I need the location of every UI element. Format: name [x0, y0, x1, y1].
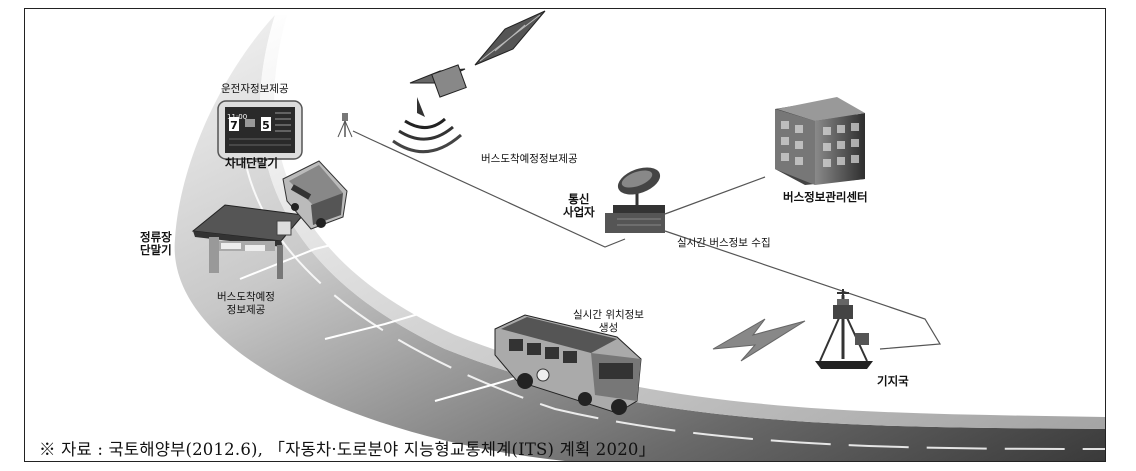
bus-center-label: 버스정보관리센터: [783, 190, 868, 204]
satellite-icon: [392, 10, 546, 154]
terminal-digit-left: 7: [230, 119, 238, 132]
telecom-provider-label-line1: 통신: [568, 192, 590, 206]
realtime-collect-label: 실시간 버스정보 수집: [677, 237, 771, 249]
position-info-label-line2: 생성: [598, 322, 619, 334]
telecom-provider-label: 통신 사업자: [563, 193, 595, 219]
onboard-terminal-device: [217, 100, 303, 160]
base-station-icon: [815, 289, 873, 369]
telecom-station-icon: [605, 167, 665, 233]
position-info-label: 실시간 위치정보 생성: [573, 309, 644, 335]
road: [174, 15, 1105, 461]
telecom-provider-label-line2: 사업자: [563, 205, 595, 219]
bis-diagram: 75: [174, 10, 1105, 461]
onboard-terminal-label: 차내단말기: [225, 156, 278, 170]
arrival-info-label: 버스도착예정 정보제공: [217, 291, 275, 317]
arrival-info-top-label: 버스도착예정정보제공: [481, 153, 578, 165]
bus-stop-shelter-icon: [191, 204, 304, 279]
connection-lines: [352, 130, 942, 350]
stop-terminal-label-line2: 단말기: [140, 243, 172, 257]
arrival-info-label-line1: 버스도착예정: [217, 291, 275, 303]
antenna-icon: [337, 113, 353, 138]
driver-info-label: 운전자정보제공: [221, 83, 289, 95]
base-station-label: 기지국: [877, 374, 909, 388]
stop-terminal-label-line1: 정류장: [140, 230, 172, 244]
arrival-info-label-line2: 정보제공: [226, 304, 266, 316]
bus-icon-small: [282, 160, 348, 230]
source-caption: ※ 자료 : 국토해양부(2012.6), 「자동차·도로분야 지능형교통체계(…: [39, 440, 656, 459]
stop-terminal-label: 정류장 단말기: [140, 231, 172, 257]
building-icon: [775, 97, 865, 185]
position-info-label-line1: 실시간 위치정보: [573, 309, 644, 321]
terminal-digit-right: 5: [262, 119, 270, 132]
wireless-signal-icon: [712, 318, 806, 362]
bus-icon-large: [494, 314, 642, 415]
terminal-clock: 11:00: [227, 113, 248, 121]
